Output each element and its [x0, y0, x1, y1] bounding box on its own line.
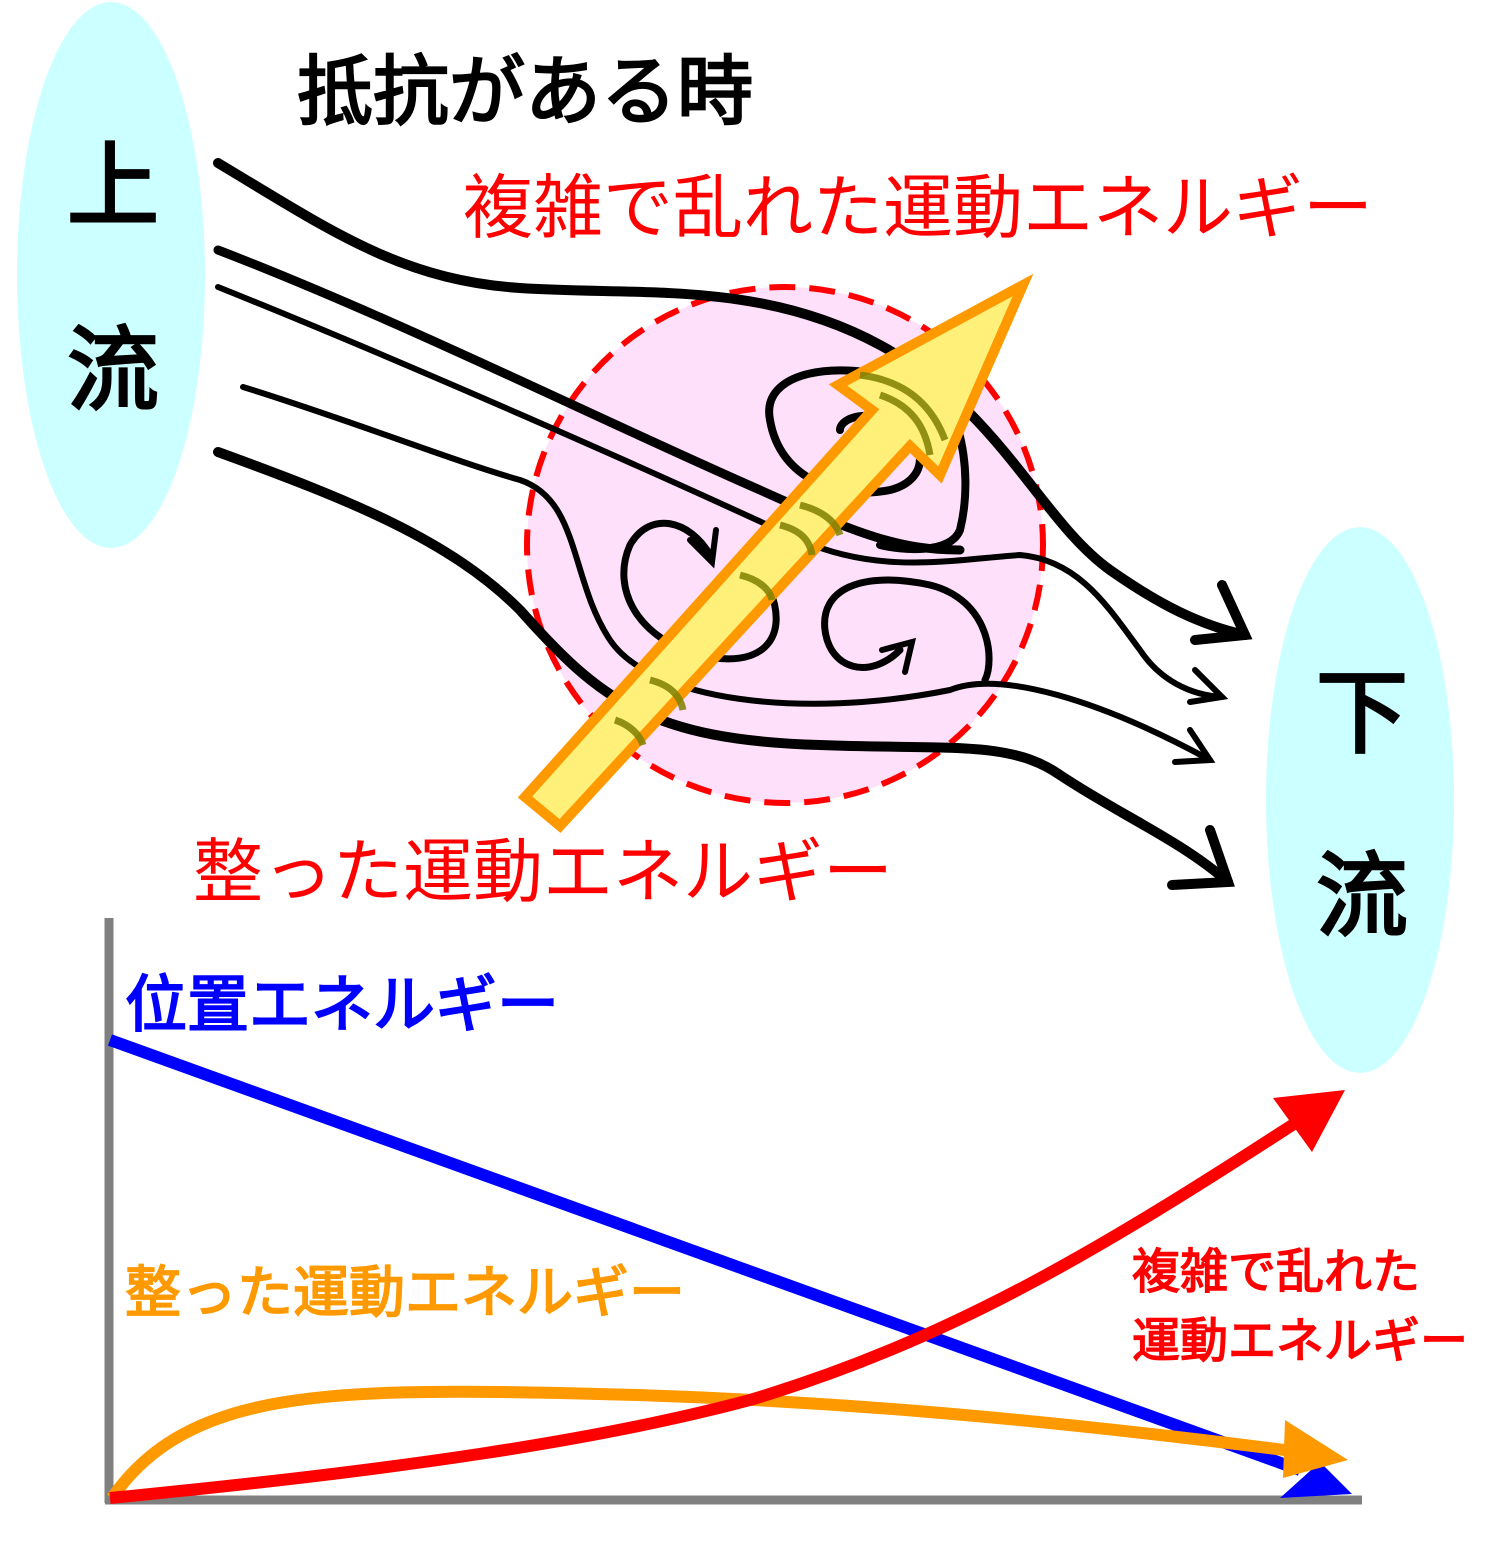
graph-turbulent-label-line2: 運動エネルギー [1132, 1313, 1468, 1369]
turbulent-arrowhead-icon [1273, 1090, 1345, 1152]
arrowhead-icon [687, 527, 719, 569]
ordered-arrowhead-icon [1283, 1420, 1348, 1478]
arrowhead-icon [1167, 825, 1235, 890]
ordered-energy-label: 整った運動エネルギー [193, 831, 893, 913]
streamline-3 [215, 284, 1225, 700]
upstream-char-2: 流 [67, 317, 159, 424]
streamline-1 [213, 158, 1250, 640]
arrowhead-icon [1187, 667, 1229, 705]
ordered-energy-curve [107, 1385, 1301, 1502]
turbulent-energy-label-top: 複雑で乱れた運動エネルギー [463, 167, 1373, 249]
downstream-char-1: 下 [1316, 660, 1408, 767]
title: 抵抗がある時 [297, 47, 753, 136]
streamline-2 [213, 245, 965, 555]
downstream-region [1266, 527, 1454, 1073]
vortex-2 [620, 519, 780, 663]
arrowhead-icon [879, 637, 917, 675]
energy-graph: 位置エネルギー 整った運動エネルギー 複雑で乱れた 運動エネルギー [104, 918, 1468, 1505]
vortex-3 [821, 576, 993, 684]
potential-energy-label: 位置エネルギー [125, 968, 559, 1041]
turbulent-energy-curve [109, 1114, 1304, 1504]
arrowhead-icon [1172, 727, 1216, 765]
upstream-char-1: 上 [67, 133, 159, 240]
potential-arrowhead-icon [1280, 1462, 1352, 1498]
arrowhead-icon [1190, 580, 1253, 645]
upstream-region [17, 2, 205, 548]
downstream-char-2: 流 [1316, 843, 1408, 950]
graph-turbulent-label-line1: 複雑で乱れた [1132, 1244, 1420, 1300]
streamline-4 [240, 384, 1213, 763]
ordered-energy-arrow [517, 273, 1034, 833]
streamline-5 [213, 447, 1233, 887]
potential-energy-line [107, 1034, 1303, 1476]
graph-ordered-energy-label: 整った運動エネルギー [125, 1261, 685, 1326]
